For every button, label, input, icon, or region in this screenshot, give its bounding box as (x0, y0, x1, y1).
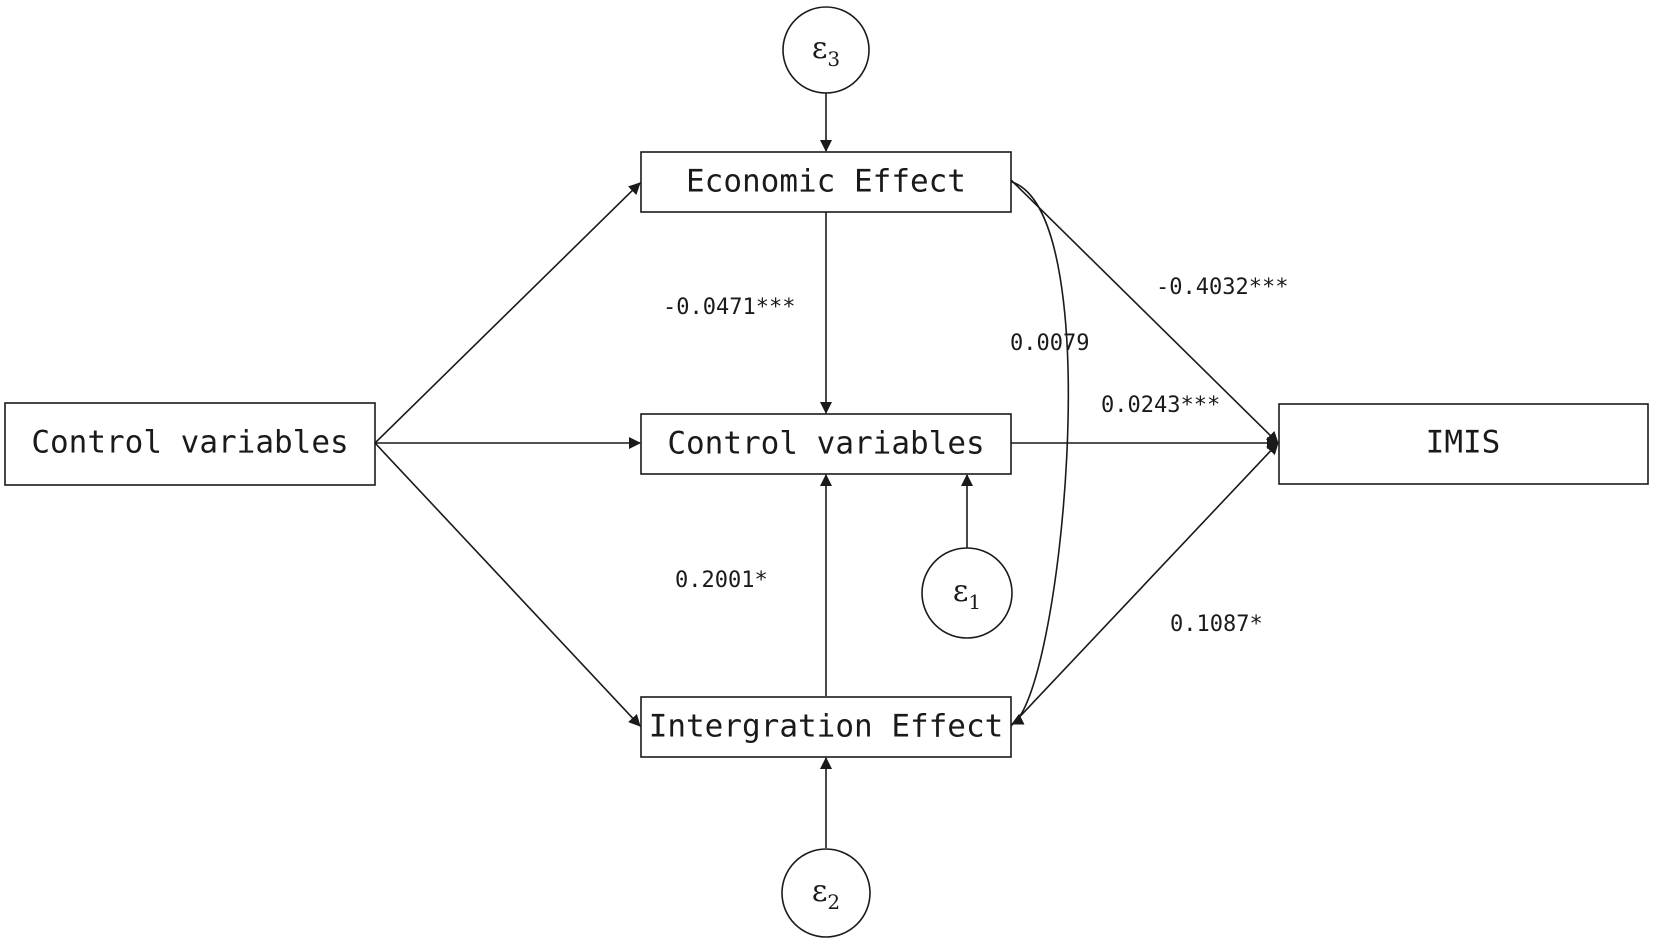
edge-control-left-to-economic (374, 182, 641, 444)
error-e3-circle (782, 6, 870, 94)
error-e2-circle (781, 848, 871, 938)
error-e2-symbol: ε (812, 874, 828, 909)
integration-effect-label: Intergration Effect (649, 709, 1004, 745)
error-e1-symbol: ε (953, 574, 969, 609)
coef-covariance-econ-integration: 0.0079 (1010, 331, 1089, 356)
economic-effect-box (640, 151, 1012, 213)
coef-integration-to-imis: 0.1087* (1170, 612, 1263, 637)
edge-control-left-to-integration (374, 442, 641, 727)
error-e1-label: ε1 (953, 574, 981, 614)
error-e3-symbol: ε (812, 31, 828, 66)
control-variables-left-label: Control variables (31, 425, 348, 461)
error-e3-label: ε3 (812, 31, 840, 71)
coef-control-to-imis: 0.0243*** (1101, 393, 1220, 418)
edge-economic-to-imis (1010, 179, 1279, 444)
error-e2-subscript: 2 (827, 890, 840, 914)
error-e3-subscript: 3 (827, 47, 840, 71)
control-variables-center-label: Control variables (667, 426, 984, 462)
error-e2-label: ε2 (812, 874, 840, 914)
error-e1-circle (921, 547, 1013, 639)
imis-box (1278, 403, 1649, 485)
control-variables-center-box (640, 413, 1012, 475)
coef-economic-to-imis: -0.4032*** (1156, 275, 1288, 300)
edge-integration-to-imis (1010, 442, 1279, 727)
control-variables-left-box (4, 402, 376, 486)
edge-covariance-econ-integration (999, 172, 1070, 725)
imis-label: IMIS (1426, 425, 1501, 461)
coef-integration-to-control: 0.2001* (675, 568, 768, 593)
integration-effect-box (640, 696, 1012, 758)
coef-economic-to-control: -0.0471*** (663, 295, 795, 320)
economic-effect-label: Economic Effect (686, 164, 966, 200)
error-e1-subscript: 1 (968, 590, 981, 614)
